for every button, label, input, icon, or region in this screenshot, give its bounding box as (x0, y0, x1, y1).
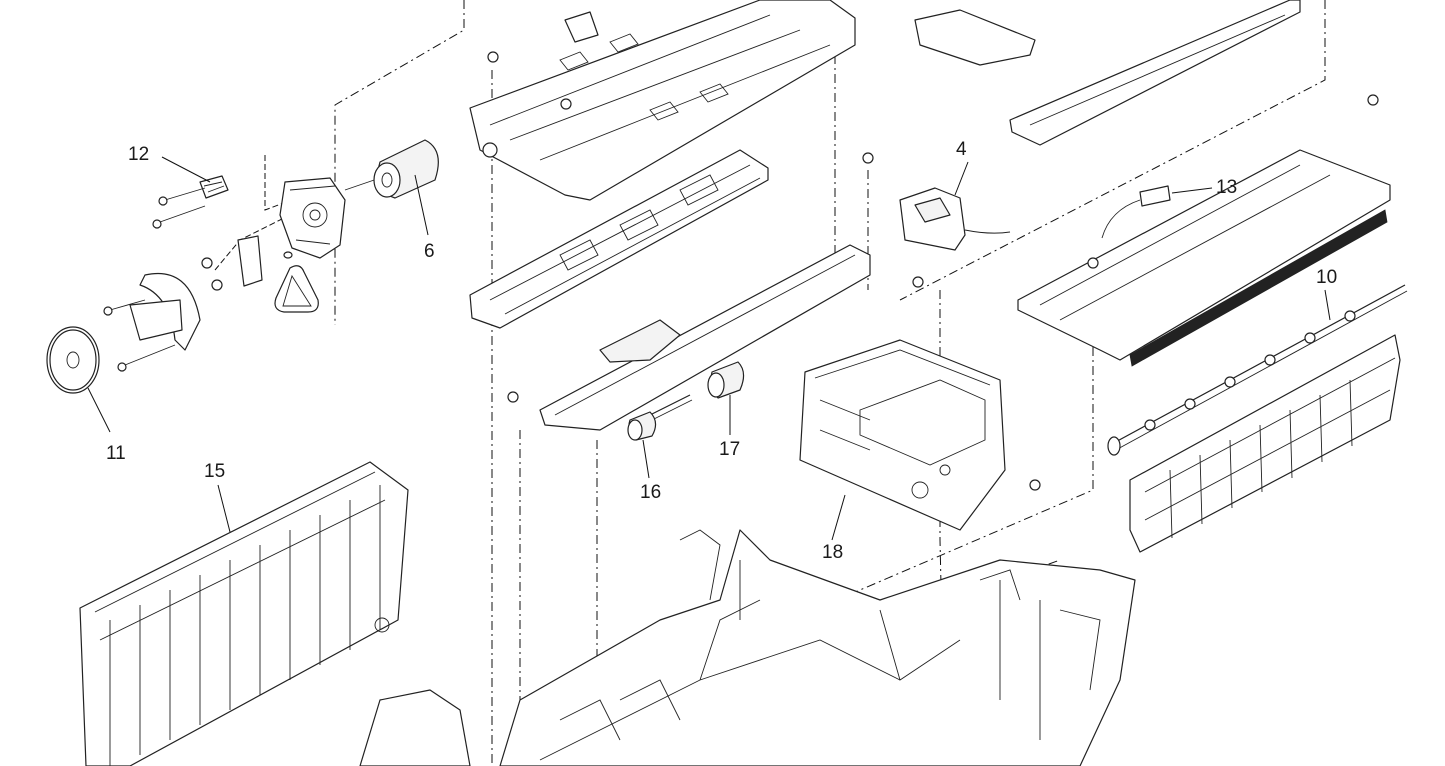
part-18-main-block (799, 276, 1041, 541)
callout-15: 15 (204, 461, 225, 482)
part-10-roller-shaft (1107, 284, 1408, 456)
right-upper-frame (914, 0, 1301, 146)
gear-guide-arc (103, 235, 293, 372)
part-17-roller (707, 361, 745, 435)
right-comb-frame (1017, 94, 1391, 367)
callout-12: 12 (128, 144, 149, 165)
right-lower-guide (1129, 334, 1401, 553)
callout-18: 18 (822, 542, 843, 563)
leader-lines (161, 156, 211, 183)
lower-frame-rail (507, 152, 874, 431)
callout-17: 17 (719, 439, 740, 460)
part-15-ribbed-guide (79, 461, 409, 766)
motor-bracket-assembly (279, 177, 381, 259)
part-16-shaft-roller (627, 394, 693, 479)
callout-16: 16 (640, 482, 661, 503)
part-6-motor (373, 139, 439, 236)
drive-belt (274, 265, 319, 313)
callout-10: 10 (1316, 267, 1337, 288)
callout-11: 11 (106, 443, 126, 464)
part-12-bracket (152, 175, 229, 229)
callout-13: 13 (1216, 177, 1237, 198)
part-11-disc (46, 326, 111, 433)
top-chassis-frame (469, 0, 856, 201)
bottom-base-frame (359, 529, 1136, 766)
middle-guide-frame (469, 149, 769, 329)
part-4-bracket (899, 161, 1011, 251)
callout-labels: 4 6 10 11 12 13 15 16 17 18 (106, 139, 1337, 563)
callout-4: 4 (956, 139, 967, 160)
callout-6: 6 (424, 241, 435, 262)
